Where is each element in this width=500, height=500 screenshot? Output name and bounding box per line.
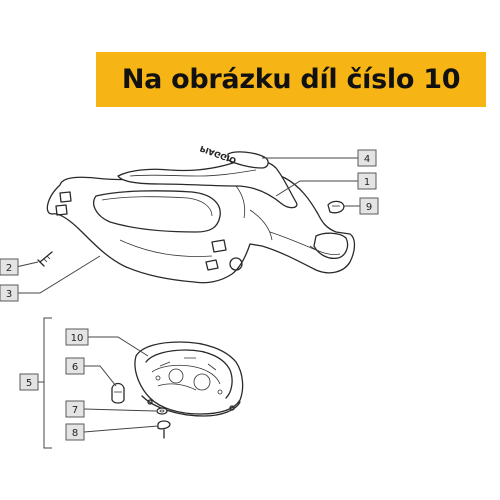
piaggio-emblem: PIAGGIO bbox=[199, 144, 269, 169]
screw-part-8 bbox=[157, 420, 171, 439]
callout-label-1: 1 bbox=[364, 177, 370, 188]
bulb-holder-part-6 bbox=[111, 382, 125, 404]
callout-label-6: 6 bbox=[72, 362, 78, 373]
leader-lines bbox=[15, 157, 360, 449]
callout-3: 3 bbox=[0, 284, 19, 302]
handlebar-cover-rear bbox=[117, 159, 298, 219]
callout-label-4: 4 bbox=[364, 154, 370, 165]
callout-7: 7 bbox=[65, 400, 85, 418]
callout-4: 4 bbox=[357, 149, 377, 167]
washer-part-7 bbox=[156, 407, 168, 415]
callout-5: 5 bbox=[19, 373, 39, 391]
screw-part-2 bbox=[37, 251, 53, 267]
callout-label-7: 7 bbox=[72, 405, 78, 416]
grommet-part-9 bbox=[327, 200, 345, 214]
callout-label-3: 3 bbox=[6, 289, 12, 300]
callout-6: 6 bbox=[65, 357, 85, 375]
callout-8: 8 bbox=[65, 423, 85, 441]
banner-title: Na obrázku díl číslo 10 bbox=[121, 64, 461, 95]
callout-label-9: 9 bbox=[366, 202, 372, 213]
callout-label-8: 8 bbox=[72, 428, 78, 439]
callout-label-5: 5 bbox=[26, 378, 32, 389]
callout-2: 2 bbox=[0, 258, 19, 276]
callout-label-2: 2 bbox=[6, 263, 12, 274]
callout-9: 9 bbox=[359, 197, 379, 215]
callout-1: 1 bbox=[357, 172, 377, 190]
instrument-cluster-part-10 bbox=[134, 341, 244, 417]
callout-10: 10 bbox=[65, 328, 89, 346]
handlebar-cover-front bbox=[46, 169, 356, 284]
callout-label-10: 10 bbox=[71, 333, 84, 344]
title-banner: Na obrázku díl číslo 10 bbox=[96, 52, 486, 107]
